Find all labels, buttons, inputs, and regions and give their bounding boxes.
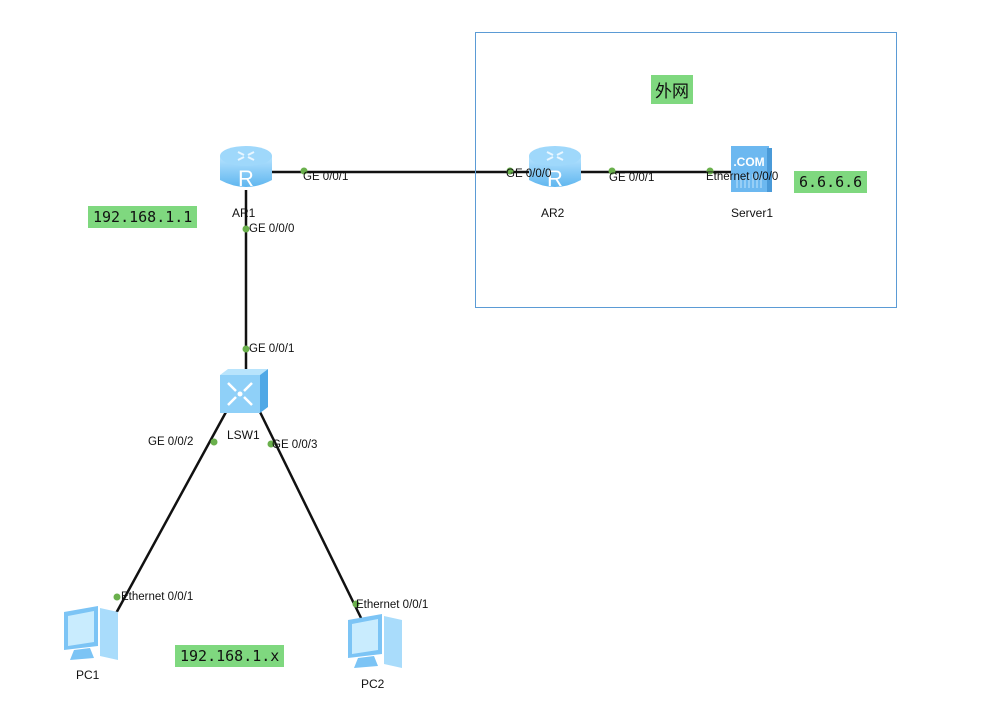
pc-icon bbox=[348, 614, 402, 668]
port-dot bbox=[608, 167, 616, 175]
port-label-lsw1-ge003: GE 0/0/3 bbox=[272, 439, 318, 451]
port-label-lsw1-ge001: GE 0/0/1 bbox=[249, 343, 295, 355]
router-ar2-label: AR2 bbox=[541, 206, 565, 220]
port-label-pc1-eth001: Ethernet 0/0/1 bbox=[121, 591, 194, 603]
switch-icon bbox=[220, 369, 268, 413]
router-ar2[interactable]: R bbox=[527, 144, 583, 192]
svg-text:.COM: .COM bbox=[733, 155, 764, 169]
port-label-ar2-ge000: GE 0/0/0 bbox=[506, 168, 552, 180]
svg-text:R: R bbox=[238, 166, 254, 191]
server-icon: .COM bbox=[731, 146, 772, 192]
port-dot bbox=[300, 167, 308, 175]
link-lsw1-pc1[interactable] bbox=[106, 411, 228, 629]
port-label-server1-eth000: Ethernet 0/0/0 bbox=[706, 171, 779, 183]
port-label-ar1-ge001: GE 0/0/1 bbox=[303, 171, 349, 183]
pc-icon bbox=[64, 606, 118, 660]
port-dot bbox=[113, 593, 121, 601]
pc-pc2[interactable] bbox=[344, 612, 408, 672]
server-server1-label: Server1 bbox=[731, 206, 774, 220]
port-label-lsw1-ge002: GE 0/0/2 bbox=[148, 436, 194, 448]
router-ar1-label: AR1 bbox=[232, 206, 256, 220]
port-dot bbox=[210, 438, 218, 446]
note-lan-ip: 192.168.1.x bbox=[175, 645, 285, 667]
link-lsw1-pc2[interactable] bbox=[258, 411, 365, 623]
port-dot bbox=[242, 225, 250, 233]
pc-pc2-label: PC2 bbox=[361, 677, 385, 691]
router-icon: R bbox=[529, 146, 581, 191]
note-ar1-ip: 192.168.1.1 bbox=[88, 206, 198, 228]
port-label-pc2-eth001: Ethernet 0/0/1 bbox=[356, 599, 429, 611]
port-label-ar1-ge000: GE 0/0/0 bbox=[249, 223, 295, 235]
pc-pc1[interactable] bbox=[60, 604, 124, 664]
router-ar1[interactable]: R bbox=[218, 144, 274, 192]
switch-lsw1-label: LSW1 bbox=[227, 428, 260, 442]
external-network-label: 外网 bbox=[651, 75, 693, 104]
port-dot bbox=[352, 600, 360, 608]
external-network-area[interactable] bbox=[475, 32, 897, 308]
port-dot bbox=[506, 167, 514, 175]
switch-lsw1[interactable] bbox=[218, 367, 270, 415]
server-server1[interactable]: .COM bbox=[729, 144, 773, 194]
svg-text:R: R bbox=[547, 166, 563, 191]
pc-pc1-label: PC1 bbox=[76, 668, 100, 682]
note-server-ip: 6.6.6.6 bbox=[794, 171, 868, 193]
router-icon: R bbox=[220, 146, 272, 191]
port-dot bbox=[242, 345, 250, 353]
port-label-ar2-ge001: GE 0/0/1 bbox=[609, 172, 655, 184]
port-dot bbox=[267, 440, 275, 448]
port-dot bbox=[706, 167, 714, 175]
